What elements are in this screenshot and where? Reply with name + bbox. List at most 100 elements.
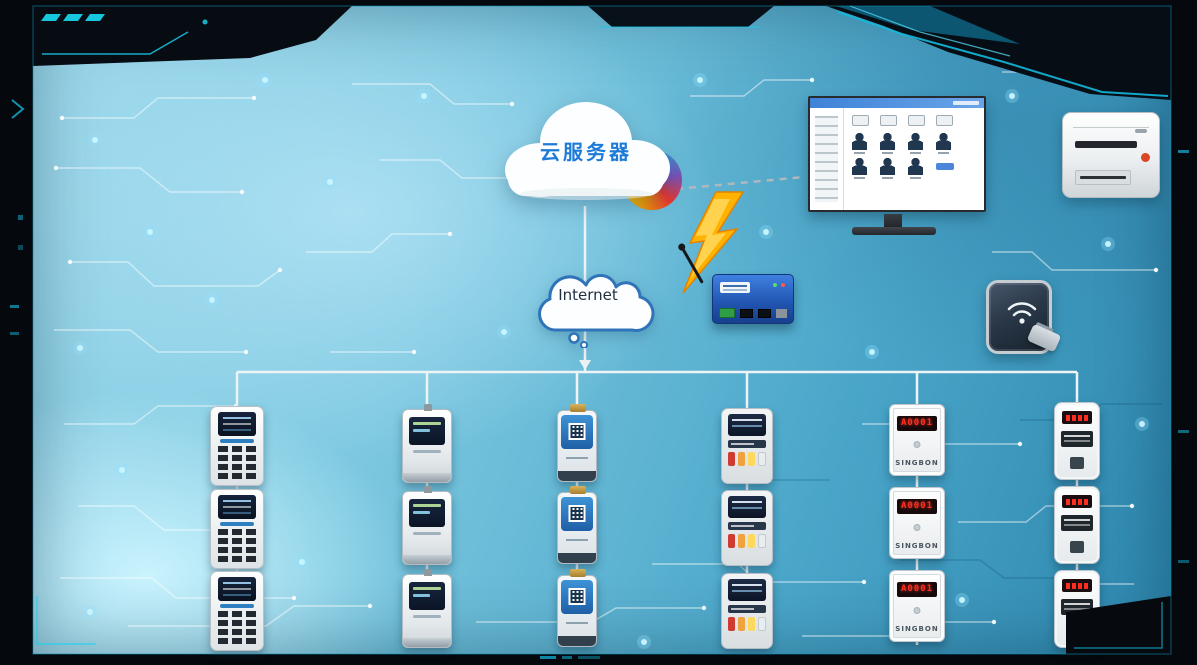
screen-text-line [413,504,441,507]
label-band [728,522,766,530]
monitor-stand-base [852,227,936,235]
brass-fitting [570,486,586,494]
iot-water-meter-2 [557,486,597,564]
label-line [566,622,588,624]
meter-label [1061,431,1093,447]
cloud-server-label: 云服务器 [540,140,632,164]
label-strip [413,532,441,535]
sticker [748,617,756,631]
person-icon [908,133,923,154]
smart-meter-1 [1054,402,1100,480]
singbon-controller-3: A0001 SINGBON [889,570,945,642]
meter-screen [728,579,766,601]
device-icon [936,115,953,126]
indicator-dot [913,441,921,448]
antenna-stub [424,569,432,576]
meter-label [1061,515,1093,531]
ic-card-meter-3 [721,573,773,649]
controller-keypad [218,611,256,644]
label-strip [413,615,441,618]
label-line [566,457,588,459]
printer-control-button [1135,129,1147,133]
led-display: A0001 [897,582,937,597]
person-icon [936,133,951,154]
sticker [748,452,756,466]
card-slot [1070,625,1084,637]
singbon-controller-1: A0001 SINGBON [889,404,945,476]
sticker [728,534,736,548]
printer-paper-tray [1075,170,1131,185]
dtu-ports [719,308,787,318]
screen-text-line [413,511,430,514]
meter-base [558,553,596,563]
led-display [1062,411,1092,424]
antenna-stub [424,486,432,493]
meter-screen [728,496,766,518]
meter-label [1061,599,1093,615]
brand-strip [220,522,254,526]
led-display [1062,579,1092,592]
sticker [738,452,746,466]
controller-screen [218,577,256,601]
qr-code-icon [568,505,586,522]
sticker [738,617,746,631]
qr-code-icon [568,423,586,440]
printer-output-slot [1075,141,1137,148]
software-sidebar [810,108,844,210]
ic-card-meter-1 [721,408,773,484]
cloud-server-icon [505,102,670,200]
label-line [566,539,588,541]
brand-strip [220,604,254,608]
software-header-bar [810,98,984,108]
sticker-row [728,534,767,548]
brand-label: SINGBON [895,542,939,550]
internet-cloud-icon [538,274,655,348]
device-icon-row [852,115,976,126]
meter-base [403,638,451,647]
qr-code-icon [568,588,586,605]
sticker-row [728,452,767,466]
prepaid-meter-3 [402,569,452,648]
device-icon [852,115,869,126]
indicator-dot [913,524,921,531]
sticker [728,452,736,466]
meter-screen [409,499,445,527]
screen-text-line [413,594,430,597]
internet-label: Internet [558,286,618,304]
brand-label: SINGBON [895,625,939,633]
label-strip [413,450,441,453]
serial-port [776,309,787,318]
printer-logo-dot [1141,153,1150,162]
led-display: A0001 [897,499,937,514]
led-display [1062,495,1092,508]
user-icon-row [852,158,976,179]
person-icon [852,158,867,179]
meter-screen [409,582,445,610]
led-digits [1066,414,1088,421]
meter-base [403,555,451,564]
monitor-stand-neck [884,214,902,227]
water-controller-2 [210,489,264,569]
label-band [728,440,766,448]
led-digits [1066,582,1088,589]
smart-meter-2 [1054,486,1100,564]
sticker [758,534,767,548]
controller-screen [218,495,256,519]
screen-text-line [413,422,441,425]
person-icon [880,133,895,154]
meter-base [558,471,596,481]
meter-base [403,473,451,482]
water-controller-3 [210,571,264,651]
prepaid-meter-2 [402,486,452,565]
terminal-block [719,308,735,318]
device-icon [908,115,925,126]
brass-fitting [570,404,586,412]
prepaid-meter-1 [402,404,452,483]
printer-lid-seam [1073,127,1149,128]
ic-card-meter-2 [721,490,773,566]
iot-water-meter-3 [557,569,597,647]
brass-fitting [570,569,586,577]
card-slot [1070,541,1084,553]
brand-label: SINGBON [895,459,939,467]
